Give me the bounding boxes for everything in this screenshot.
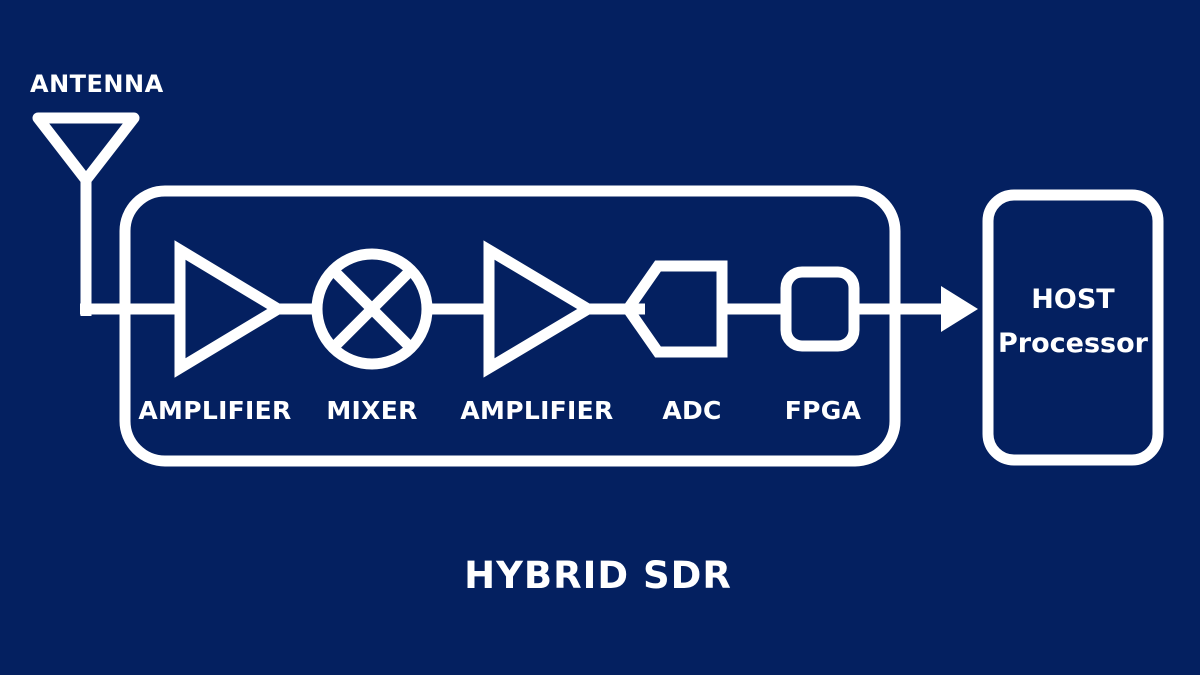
amplifier-1-block[interactable] <box>174 240 289 378</box>
triangle-amplifier-icon <box>174 240 289 378</box>
amplifier-1-label: AMPLIFIER <box>138 396 291 425</box>
mixer-cross-stroke-b <box>329 266 415 352</box>
host-label-line1: HOST <box>1031 284 1115 315</box>
diagram-title: HYBRID SDR <box>464 554 732 597</box>
mixer-block[interactable] <box>311 248 433 370</box>
sdr-enclosure-box[interactable] <box>119 185 901 467</box>
antenna-icon <box>32 112 140 186</box>
amplifier-2-block[interactable] <box>483 240 599 378</box>
mixer-label: MIXER <box>326 396 417 425</box>
fpga-block[interactable] <box>780 266 860 352</box>
fpga-label: FPGA <box>785 396 862 425</box>
right-arrow-icon <box>941 286 978 332</box>
adc-block[interactable] <box>621 260 728 358</box>
host-label-line2: Processor <box>998 328 1149 359</box>
amplifier-2-label: AMPLIFIER <box>460 396 613 425</box>
host-processor-box[interactable] <box>982 189 1164 466</box>
antenna-group[interactable] <box>32 112 140 316</box>
triangle-amplifier-icon <box>483 240 599 378</box>
circle-cross-mixer-icon <box>311 248 433 370</box>
pentagon-adc-icon <box>621 260 728 358</box>
rounded-square-fpga-icon <box>780 266 860 352</box>
antenna-label: ANTENNA <box>30 70 164 98</box>
adc-label: ADC <box>662 396 721 425</box>
